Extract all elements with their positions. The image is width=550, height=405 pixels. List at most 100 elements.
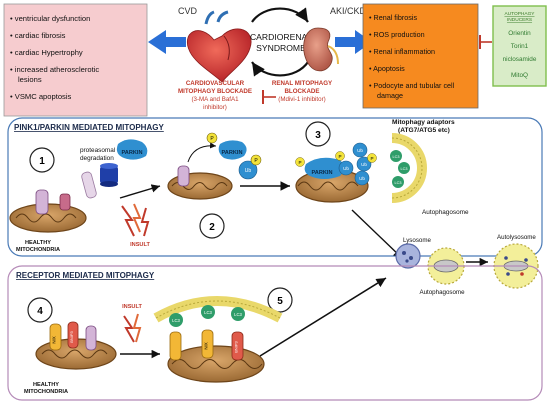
- autophagosome-label: Autophagosome: [422, 209, 469, 216]
- svg-text:PARKIN: PARKIN: [311, 170, 332, 176]
- flow-arrow: [259, 277, 387, 357]
- svg-text:P: P: [370, 156, 373, 161]
- damaged-mitochondria-2: [167, 165, 233, 200]
- center-title: CARDIORENAL: [250, 32, 312, 42]
- autophagosome-crescent: LC3 LC3 LC3: [390, 133, 427, 203]
- svg-text:P: P: [338, 154, 341, 159]
- parkin-icon: PARKIN: [116, 139, 148, 160]
- lysosome-icon: [395, 243, 421, 269]
- autophagosome-label: Autophagosome: [419, 289, 465, 296]
- autophagy-inducers-box: AUTOPHAGY INDUCERS Orientin Torin1 niclo…: [492, 5, 547, 87]
- ubiquitin-label: Ub: [245, 168, 252, 174]
- svg-text:LC3: LC3: [204, 310, 212, 315]
- phospho-label: P: [254, 158, 258, 164]
- inducers-title: AUTOPHAGY: [504, 11, 535, 17]
- receptor-autophagosome: LC3 LC3 LC3: [153, 296, 283, 327]
- svg-text:BLOCKADE: BLOCKADE: [284, 88, 319, 95]
- arrow-to-cvd: [148, 30, 186, 54]
- receptor-title: RECEPTOR MEDIATED MITOPHAGY: [16, 271, 155, 280]
- proteasome-icon: [100, 163, 118, 187]
- renal-effect-item: • Renal fibrosis: [369, 13, 417, 22]
- healthy-label: HEALTHY: [33, 382, 59, 388]
- cvd-effects-box: • ventricular dysfunction • cardiac fibr…: [3, 3, 148, 117]
- cvd-effect-item: • ventricular dysfunction: [10, 14, 90, 23]
- svg-text:BNIP3: BNIP3: [234, 340, 239, 352]
- svg-text:5: 5: [277, 296, 283, 307]
- svg-text:3: 3: [315, 130, 321, 141]
- mitochondria-parkin-complex: PARKIN Ub Ub Ub Ub P P P: [295, 142, 377, 203]
- svg-text:Ub: Ub: [361, 162, 367, 167]
- cardio-blockade: CARDIOVASCULAR MITOPHAGY BLOCKADE (3-MA …: [178, 80, 252, 111]
- insult-lightning-icon: [123, 313, 142, 343]
- renal-effect-item: damage: [377, 91, 403, 100]
- inducer-item: MitoQ: [511, 72, 528, 79]
- svg-text:NIX: NIX: [52, 336, 57, 343]
- svg-text:P: P: [298, 160, 301, 165]
- proteasomal-label: degradation: [80, 155, 114, 162]
- svg-text:(3-MA and BafA1: (3-MA and BafA1: [191, 96, 239, 103]
- svg-text:LC3: LC3: [401, 167, 408, 171]
- healthy-label: MITOCHONDRIA: [16, 247, 60, 253]
- svg-text:4: 4: [37, 306, 43, 317]
- svg-text:NIX: NIX: [204, 342, 209, 349]
- damaged-mitochondria-receptor: NIX BNIP3: [167, 329, 265, 383]
- phospho-label: P: [210, 136, 214, 142]
- svg-text:LC3: LC3: [172, 318, 180, 323]
- svg-text:inhibitor): inhibitor): [203, 104, 227, 111]
- recruitment-arrow: [187, 142, 217, 163]
- lysosome-label: Lysosome: [403, 237, 432, 244]
- ubiquitin-marker: [238, 160, 258, 180]
- step-2-marker: 2: [199, 213, 225, 239]
- insult-lightning-icon: [121, 203, 150, 237]
- pink1-title: PINK1/PARKIN MEDIATED MITOPHAGY: [14, 123, 164, 132]
- svg-text:(Mdivi-1 inhibitor): (Mdivi-1 inhibitor): [278, 96, 325, 103]
- cvd-effect-item: • VSMC apoptosis: [10, 92, 72, 101]
- parkin-icon: PARKIN: [218, 140, 247, 160]
- renal-effect-item: • Apoptosis: [369, 64, 405, 73]
- insult-label: INSULT: [130, 242, 150, 248]
- flow-arrow: [119, 184, 161, 199]
- svg-text:Ub: Ub: [359, 176, 365, 181]
- cvd-effect-item: • increased atherosclerotic: [10, 65, 99, 74]
- kidney-icon: [303, 27, 339, 72]
- step-3-marker: 3: [305, 121, 331, 147]
- autolysosome-label: Autolysosome: [497, 234, 536, 241]
- svg-text:2: 2: [209, 222, 215, 233]
- adaptors-label: Mitophagy adaptors: [392, 119, 455, 126]
- svg-text:PARKIN: PARKIN: [221, 150, 242, 156]
- svg-text:Ub: Ub: [343, 166, 349, 171]
- inducer-item: niclosamide: [503, 56, 537, 63]
- flow-arrow: [351, 209, 403, 259]
- cvd-effect-item: lesions: [18, 75, 42, 84]
- svg-text:Ub: Ub: [357, 148, 363, 153]
- svg-text:MITOPHAGY BLOCKADE: MITOPHAGY BLOCKADE: [178, 88, 252, 95]
- cvd-effect-item: • cardiac Hypertrophy: [10, 48, 83, 57]
- svg-text:LC3: LC3: [393, 155, 400, 159]
- blockade-inhibition-bar: [262, 90, 276, 104]
- center-title: SYNDROME: [256, 43, 306, 53]
- healthy-mitochondria-receptor: NIX BNIP3: [35, 321, 117, 370]
- svg-text:1: 1: [39, 156, 45, 167]
- inducers-title: INDUCERS: [507, 17, 532, 23]
- akickd-label: AKI/CKD: [330, 6, 367, 16]
- svg-text:LC3: LC3: [234, 312, 242, 317]
- phospho-marker: [250, 154, 262, 166]
- cardiorenal-cycle: CARDIORENAL SYNDROME: [250, 7, 312, 77]
- healthy-label: HEALTHY: [25, 240, 51, 246]
- inducer-inhibition: [479, 35, 492, 49]
- healthy-mitochondria-1: [9, 171, 97, 233]
- healthy-label: MITOCHONDRIA: [24, 389, 68, 395]
- cvd-label: CVD: [178, 6, 198, 16]
- receptor-panel: [7, 265, 543, 401]
- step-4-marker: 4: [27, 297, 53, 323]
- renal-blockade: RENAL MITOPHAGY BLOCKADE (Mdivi-1 inhibi…: [272, 80, 333, 103]
- renal-effects-box: • Renal fibrosis • ROS production • Rena…: [362, 3, 479, 109]
- heart-icon: [186, 10, 252, 83]
- renal-effect-item: • Renal inflammation: [369, 47, 435, 56]
- svg-text:CARDIOVASCULAR: CARDIOVASCULAR: [186, 80, 245, 87]
- adaptors-label: (ATG7/ATG5 etc): [398, 127, 450, 134]
- proteasomal-label: proteasomal: [80, 147, 115, 154]
- svg-text:RENAL MITOPHAGY: RENAL MITOPHAGY: [272, 80, 333, 87]
- inducer-item: Orientin: [508, 30, 531, 37]
